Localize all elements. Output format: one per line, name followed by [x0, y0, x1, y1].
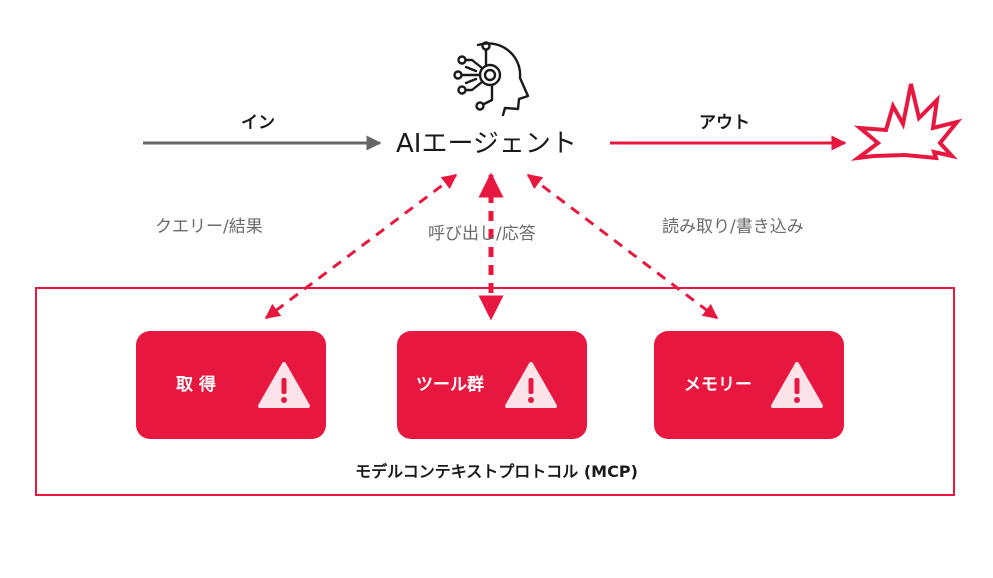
component-label-tools: ツール群	[416, 375, 484, 395]
edge-right-arrow	[526, 173, 719, 320]
component-label-memory: メモリー	[684, 375, 752, 395]
component-card-memory: メモリー	[654, 331, 844, 439]
warning-icon	[505, 362, 557, 408]
mcp-container	[35, 287, 955, 496]
edge-left-arrow	[264, 173, 458, 320]
agent-label: AIエージェント	[396, 129, 577, 159]
component-card-tools: ツール群	[397, 331, 587, 439]
edge-left-label: クエリー/結果	[155, 217, 263, 237]
edge-right-label: 読み取り/書き込み	[662, 217, 804, 237]
output-label: アウト	[699, 113, 750, 133]
component-card-fetch: 取 得	[136, 331, 326, 439]
mcp-label: モデルコンテキストプロトコル (MCP)	[355, 462, 638, 481]
edge-center-label: 呼び出し/応答	[428, 224, 536, 244]
warning-icon	[258, 362, 310, 408]
component-label-fetch: 取 得	[176, 375, 216, 395]
warning-icon	[771, 362, 823, 408]
input-label: イン	[241, 113, 275, 133]
